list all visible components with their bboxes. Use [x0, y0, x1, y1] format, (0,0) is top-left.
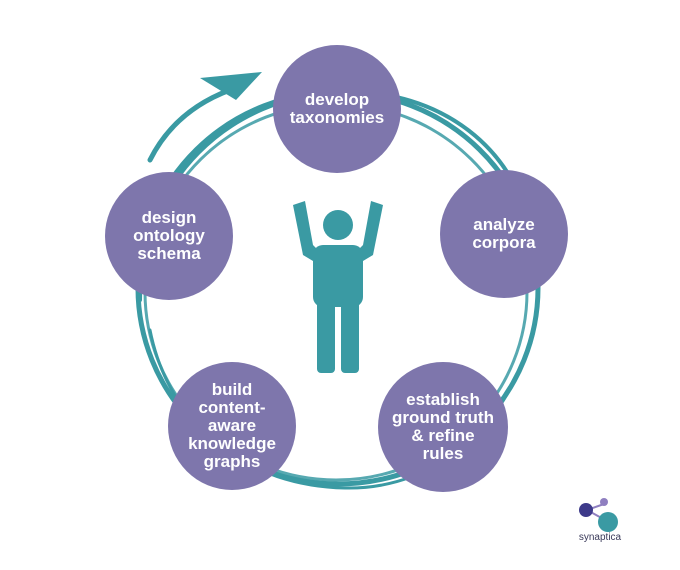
node-design-ontology-schema: design ontology schema: [105, 172, 233, 300]
node-analyze-corpora: analyze corpora: [440, 170, 568, 298]
ring-arrow-tail: [147, 87, 233, 163]
molecule-logo-icon: [579, 498, 618, 532]
node-develop-taxonomies: develop taxonomies: [273, 45, 401, 173]
node-label: establish ground truth & refine rules: [392, 390, 494, 463]
node-label: design ontology schema: [133, 208, 205, 263]
brand-name: synaptica: [578, 532, 622, 543]
node-establish-ground-truth: establish ground truth & refine rules: [378, 362, 508, 492]
ring-arrowhead: [200, 72, 262, 100]
node-label: develop taxonomies: [289, 90, 385, 127]
node-label: analyze corpora: [472, 215, 536, 252]
node-label: build content-aware knowledge graphs: [188, 380, 276, 471]
person-arms-raised-icon: [293, 201, 383, 373]
node-build-knowledge-graphs: build content-aware knowledge graphs: [168, 362, 296, 490]
